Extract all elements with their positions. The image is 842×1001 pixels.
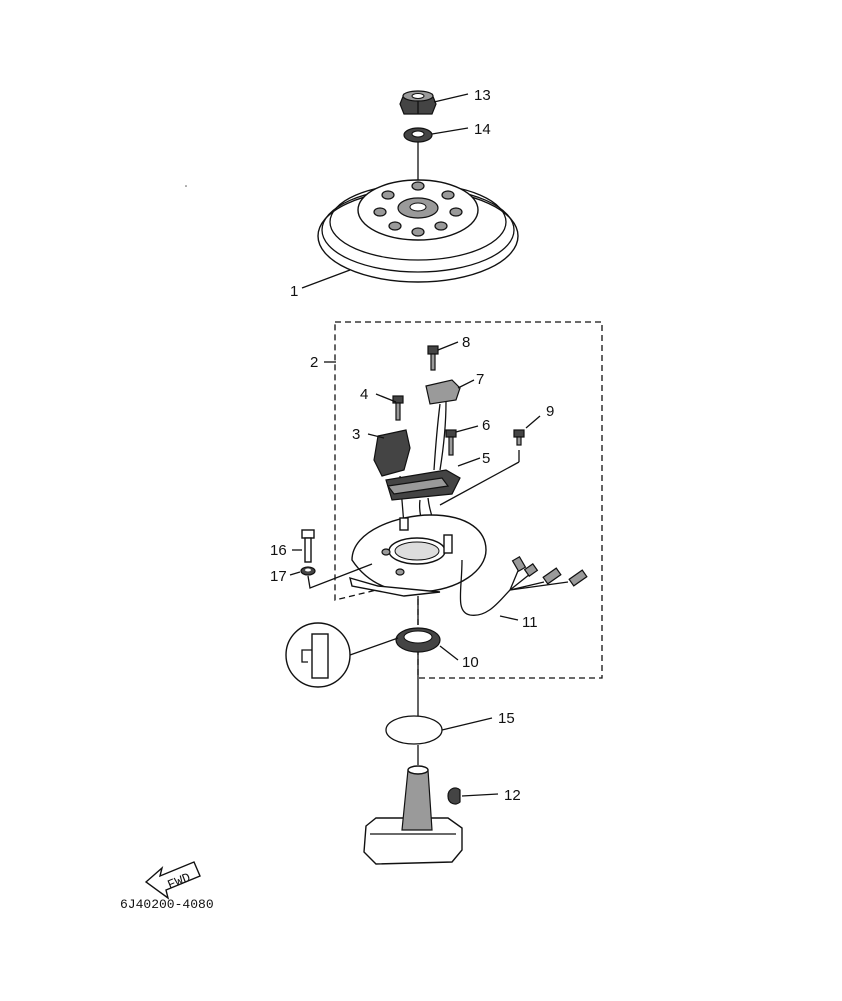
label-17: 17 xyxy=(270,568,287,585)
leader-lines xyxy=(289,93,541,797)
part-17-washer xyxy=(300,566,316,576)
part-10-oil-seal xyxy=(395,627,441,653)
label-16: 16 xyxy=(270,542,287,559)
part-13-nut xyxy=(399,90,437,115)
diagram-code: 6J40200-4080 xyxy=(120,897,214,912)
label-13: 13 xyxy=(474,87,491,104)
label-8: 8 xyxy=(462,334,470,351)
label-5: 5 xyxy=(482,450,490,467)
part-7-pulser-coil xyxy=(425,379,461,471)
label-6: 6 xyxy=(482,417,490,434)
label-1: 1 xyxy=(290,283,298,300)
label-15: 15 xyxy=(498,710,515,727)
part-1-flywheel xyxy=(317,179,519,283)
label-11: 11 xyxy=(522,614,538,631)
part-6-screw xyxy=(445,429,457,456)
label-7: 7 xyxy=(476,371,484,388)
part-9-screw xyxy=(439,429,525,506)
part-16-bolt xyxy=(301,529,315,563)
crankshaft-housing xyxy=(363,765,463,865)
part-5-lighting-coil xyxy=(385,469,461,546)
label-3: 3 xyxy=(352,426,360,443)
label-4: 4 xyxy=(360,386,368,403)
part-8-screw xyxy=(427,345,439,371)
fwd-arrow: FWD xyxy=(144,861,201,900)
label-10: 10 xyxy=(462,654,479,671)
label-14: 14 xyxy=(474,121,491,138)
label-9: 9 xyxy=(546,403,554,420)
part-4-screw xyxy=(392,395,404,421)
label-12: 12 xyxy=(504,787,521,804)
part-14-washer xyxy=(403,127,433,143)
part-11-wire-harness xyxy=(459,555,588,616)
part-15-o-ring xyxy=(385,715,443,745)
label-2: 2 xyxy=(310,354,318,371)
stator-base-plate xyxy=(349,514,487,597)
part-12-key xyxy=(447,787,461,805)
seal-detail-inset xyxy=(285,622,399,688)
speck xyxy=(185,185,187,187)
part-2-assembly-boundary xyxy=(334,321,603,679)
